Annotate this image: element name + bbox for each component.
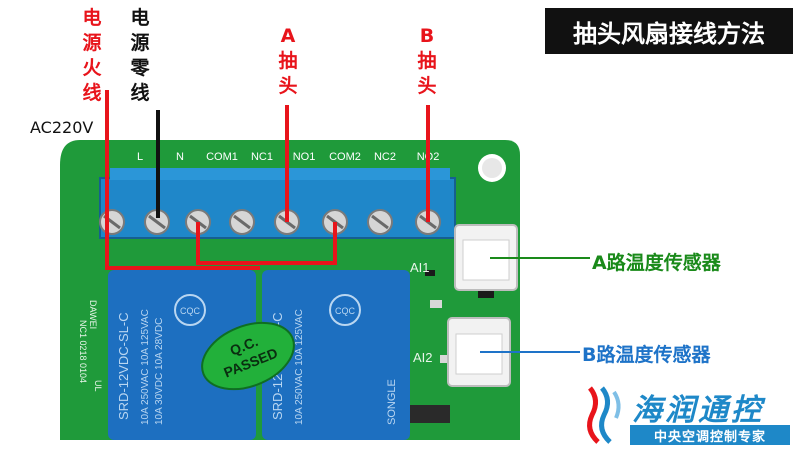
brand-tagline: 中央空调控制专家	[630, 425, 790, 445]
tap-a-label: A抽头	[278, 25, 298, 97]
terminal-label-nc1: NC1	[251, 151, 273, 163]
neutral-label: 电源零线	[130, 7, 150, 104]
brand-name: 海润通控	[632, 393, 764, 428]
live-com-wire	[105, 222, 260, 270]
cqc-mark-1: CQC	[180, 306, 201, 316]
terminal-label-com2: COM2	[329, 151, 361, 163]
tap-b-label: B抽头	[417, 25, 437, 97]
relay-model-1: SRD-12VDC-SL-C	[116, 312, 131, 420]
terminal-screw-nc1	[229, 209, 255, 235]
terminal-screw-l	[99, 209, 125, 235]
terminal-label-l: L	[137, 151, 143, 163]
ai1-label: AI1	[410, 260, 430, 275]
relay-2	[262, 270, 410, 440]
board-text-3: UL	[93, 380, 103, 392]
relay-rating-2a: 10A 250VAC 10A 125VAC	[294, 309, 305, 425]
brand-logo-icon	[587, 386, 621, 444]
cqc-mark-2: CQC	[335, 306, 356, 316]
terminal-label-com1: COM1	[206, 151, 238, 163]
board-text-1: DAWEI	[88, 300, 98, 329]
relay-brand: SONGLE	[386, 379, 398, 425]
relay-1	[108, 270, 256, 440]
voltage-label: AC220V	[30, 118, 94, 137]
terminal-label-n: N	[176, 151, 184, 163]
relay-rating-1b: 10A 30VDC 10A 28VDC	[154, 318, 165, 425]
live-label: 电源火线	[82, 7, 102, 104]
terminal-label-nc2: NC2	[374, 151, 396, 163]
ai2-label: AI2	[413, 350, 433, 365]
sensor-b-label: B路温度传感器	[582, 344, 711, 366]
terminal-label-no1: NO1	[293, 151, 316, 163]
com-jumper-wire	[196, 222, 337, 265]
qc-passed-seal: Q.C. PASSED	[201, 321, 295, 391]
terminal-screw-nc2	[367, 209, 393, 235]
page-title: 抽头风扇接线方法	[545, 8, 793, 54]
sensor-a-label: A路温度传感器	[592, 252, 721, 274]
relay-rating-1a: 10A 250VAC 10A 125VAC	[140, 309, 151, 425]
terminal-screw-n	[144, 209, 170, 235]
board-text-2: NC1 0218 0104	[78, 320, 88, 383]
